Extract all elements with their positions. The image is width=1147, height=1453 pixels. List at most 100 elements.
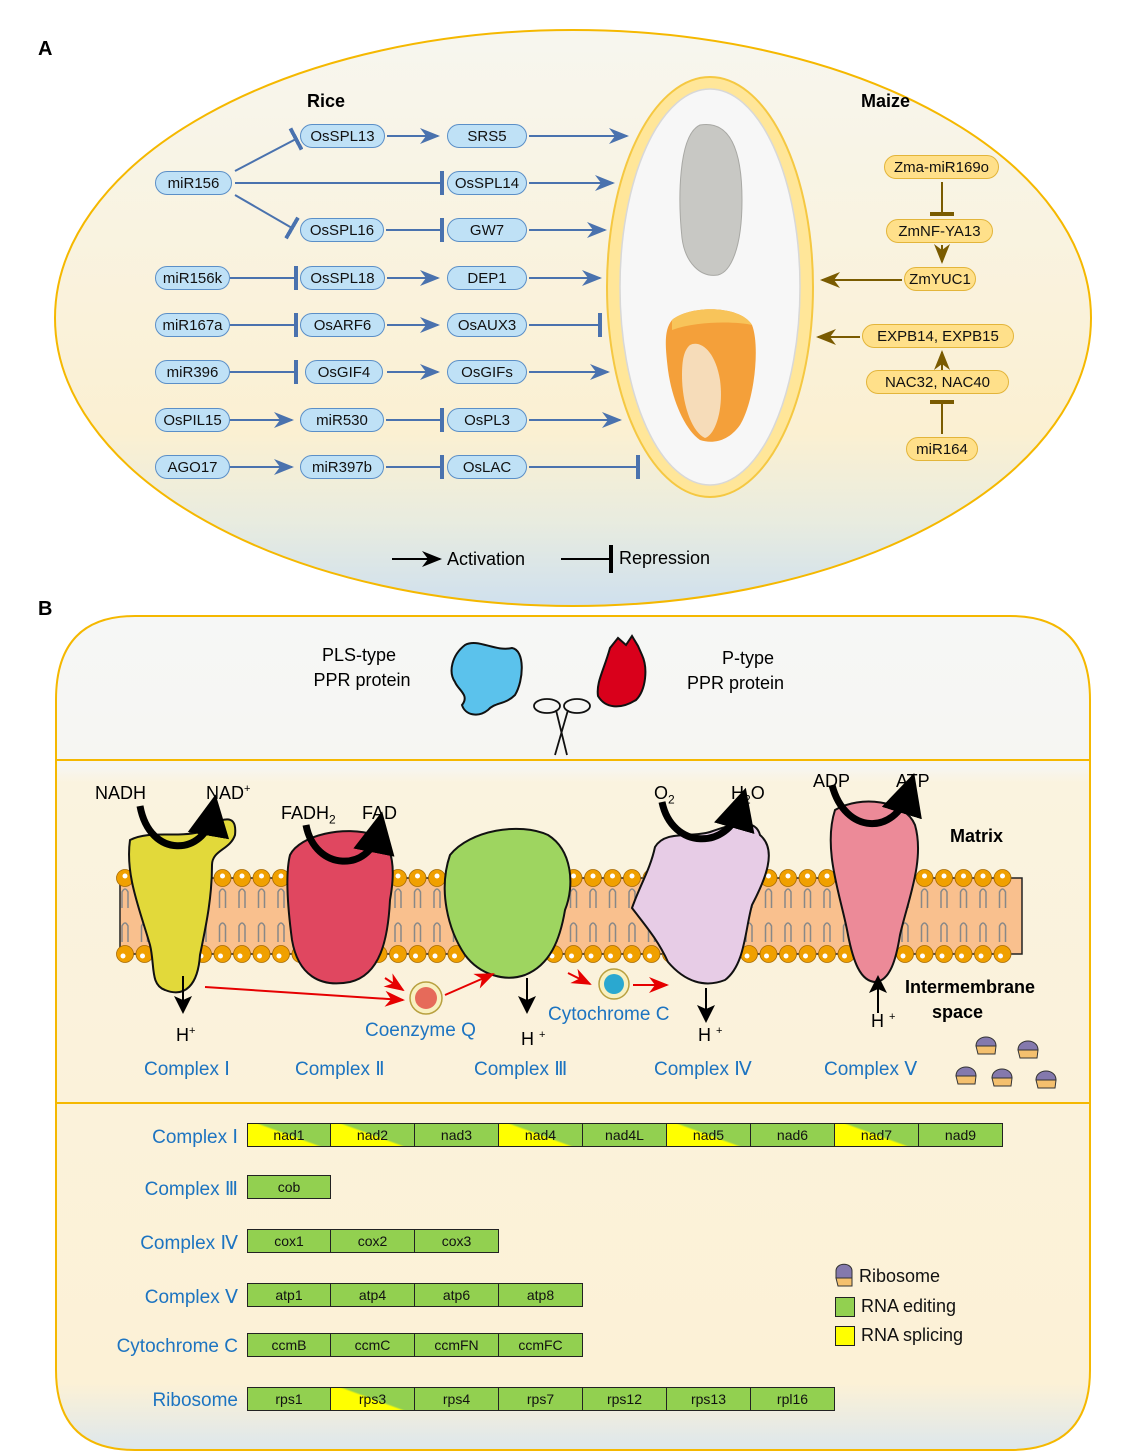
node-ZmNF-YA13: ZmNF-YA13	[886, 219, 993, 243]
lipid-highlight	[259, 873, 264, 879]
lipid-highlight	[922, 873, 927, 879]
gene-cell: nad7	[835, 1123, 919, 1147]
lipid-highlight	[239, 873, 245, 879]
hplus-complex-iii: H +	[521, 1029, 545, 1050]
lipid-tail	[628, 888, 636, 908]
lipid-head	[408, 945, 427, 963]
h2o-h: H	[731, 783, 744, 803]
lipid-tail	[121, 888, 129, 908]
lipid-tail	[628, 922, 636, 942]
lipid-highlight	[452, 953, 457, 959]
lipid-highlight	[783, 953, 789, 959]
lipid-tail	[238, 922, 246, 942]
lipid-tail	[823, 888, 831, 908]
gene-cell: ccmFC	[499, 1333, 583, 1357]
lipid-highlight	[822, 953, 828, 959]
lipid-highlight	[218, 953, 223, 959]
gene-cell: rps7	[499, 1387, 583, 1411]
lipid-tail	[413, 922, 422, 942]
gene-cell: rps1	[247, 1387, 331, 1411]
cytochrome-c-icon	[598, 968, 630, 1000]
lipid-highlight	[569, 953, 574, 959]
gene-cell: nad6	[751, 1123, 835, 1147]
lipid-tail	[394, 922, 402, 942]
lipid-highlight	[257, 953, 262, 959]
lipid-tail	[257, 888, 266, 908]
lipid-tail	[784, 922, 792, 942]
lipid-highlight	[122, 873, 128, 879]
lipid-tail	[257, 922, 266, 942]
lipid-head	[779, 945, 797, 963]
node-OsSPL16: OsSPL16	[300, 218, 384, 242]
plus-sup: +	[716, 1025, 723, 1037]
label-o2: O2	[654, 783, 675, 807]
node-OsSPL14: OsSPL14	[447, 171, 527, 195]
ribosome-icon	[1017, 1040, 1039, 1059]
node-miR156k: miR156k	[155, 266, 230, 290]
lipid-tail	[413, 888, 422, 908]
p-ppr-protein-icon	[596, 634, 647, 708]
lipid-tail	[121, 922, 129, 942]
gene-cell: ccmC	[331, 1333, 415, 1357]
lipid-highlight	[959, 953, 964, 959]
scissors-icon	[533, 698, 591, 756]
h-text: H	[871, 1011, 884, 1031]
node-NAC32-NAC40: NAC32, NAC40	[866, 370, 1009, 394]
nad-text: NAD	[206, 783, 245, 803]
legend-ribosome-icon	[835, 1263, 853, 1287]
gene-row-label: Complex Ⅳ	[140, 1233, 238, 1254]
nad-sup: +	[244, 783, 251, 795]
lipid-tail	[277, 922, 285, 942]
lipid-tail	[569, 922, 578, 942]
lipid-tail	[589, 888, 597, 908]
ribosome-icon	[991, 1068, 1013, 1087]
lipid-highlight	[434, 873, 440, 879]
legend-ribosome: Ribosome	[859, 1266, 940, 1287]
lipid-highlight	[415, 873, 420, 879]
label-fad: FAD	[362, 803, 398, 823]
gene-row: cob	[247, 1175, 331, 1199]
node-OsGIF4: OsGIF4	[305, 360, 383, 384]
lipid-highlight	[393, 953, 399, 959]
lipid-tail	[803, 922, 812, 942]
complex-ii-shape	[286, 830, 394, 985]
complex-iii-shape	[443, 827, 572, 979]
lipid-tail	[764, 922, 773, 942]
panel-b-label: B	[38, 598, 53, 620]
lipid-highlight	[842, 953, 847, 959]
gene-cell: ccmFN	[415, 1333, 499, 1357]
lipid-head	[389, 945, 407, 963]
gene-cell: cox3	[415, 1229, 499, 1253]
lipid-tail	[784, 888, 792, 908]
lipid-highlight	[978, 953, 984, 959]
label-complex-ii: Complex Ⅱ	[295, 1059, 385, 1080]
lipid-highlight	[939, 953, 945, 959]
rice-grain-icon	[679, 123, 743, 276]
node-miR164: miR164	[906, 437, 978, 461]
lipid-highlight	[803, 953, 808, 959]
gene-cell: nad1	[247, 1123, 331, 1147]
gene-cell: cox2	[331, 1229, 415, 1253]
lipid-highlight	[744, 953, 750, 959]
lipid-head	[993, 945, 1012, 963]
lipid-highlight	[120, 953, 126, 959]
h-text: H	[698, 1025, 711, 1045]
label-nad: NAD+	[206, 783, 250, 804]
lipid-tail	[940, 922, 948, 942]
node-OsARF6: OsARF6	[300, 313, 385, 337]
hplus-complex-i: H+	[176, 1025, 195, 1046]
gene-cell: rps4	[415, 1387, 499, 1411]
lipid-highlight	[920, 953, 925, 959]
lipid-head	[954, 945, 973, 963]
lipid-tail	[959, 888, 968, 908]
label-adp: ADP	[813, 771, 851, 791]
lipid-tail	[608, 888, 617, 908]
lipid-highlight	[278, 873, 284, 879]
lipid-head	[798, 945, 817, 963]
gene-cell: nad3	[415, 1123, 499, 1147]
label-complex-v: Complex Ⅴ	[824, 1059, 918, 1080]
node-Zma-miR169o: Zma-miR169o	[884, 155, 999, 179]
lipid-head	[584, 945, 602, 963]
node-OsAUX3: OsAUX3	[447, 313, 527, 337]
